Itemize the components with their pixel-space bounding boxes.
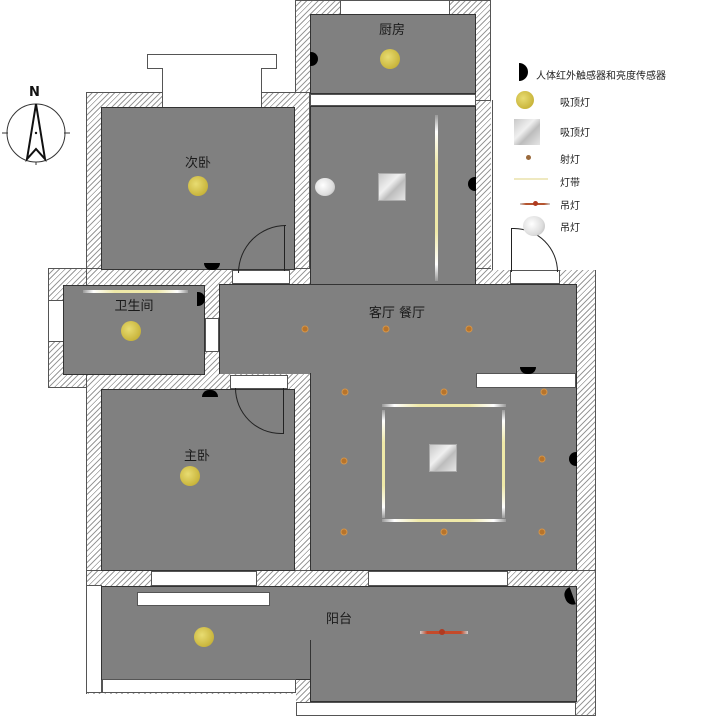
sensor-dining[interactable]	[468, 177, 476, 191]
legend-label: 射灯	[560, 155, 580, 166]
ceiling-light-second-bedroom[interactable]	[188, 176, 208, 196]
legend: 人体红外触感器和亮度传感器 吸顶灯 吸顶灯 射灯 灯带 吊灯 吊灯	[505, 60, 720, 245]
ceiling-light-square-icon	[514, 119, 540, 145]
legend-label: 吊灯	[560, 201, 580, 212]
room-label-living-dining: 客厅 餐厅	[368, 306, 426, 321]
room-label-kitchen: 厨房	[378, 23, 406, 38]
linear-pendant-center	[439, 629, 445, 635]
legend-label: 吸顶灯	[560, 128, 590, 139]
spotlight[interactable]	[440, 388, 448, 396]
spotlight[interactable]	[465, 325, 473, 333]
living-counter	[476, 373, 576, 388]
wall-east-upper	[474, 100, 492, 284]
master-bedroom-door-sill	[230, 375, 288, 389]
globe-pendant-dining[interactable]	[315, 178, 335, 196]
light-strip-living-right[interactable]	[502, 410, 505, 518]
spotlight[interactable]	[440, 528, 448, 536]
spotlight-icon	[526, 155, 531, 160]
compass: N	[0, 85, 74, 165]
sensor-living-east[interactable]	[569, 452, 577, 466]
spotlight[interactable]	[540, 388, 548, 396]
entry-door-sill	[510, 270, 560, 284]
spotlight[interactable]	[341, 388, 349, 396]
light-strip-dining[interactable]	[435, 115, 438, 281]
ceiling-light-round-icon	[516, 91, 534, 109]
outside-bottom-left	[86, 694, 296, 720]
bathroom-window	[48, 300, 64, 342]
ceiling-light-balcony[interactable]	[194, 627, 214, 647]
room-label-bathroom: 卫生间	[114, 299, 154, 314]
light-strip-living-bottom[interactable]	[382, 519, 506, 522]
spotlight[interactable]	[538, 455, 546, 463]
balcony-ledge	[137, 592, 270, 606]
sensor-second-bedroom[interactable]	[204, 263, 220, 270]
balcony-south-ledge-west	[102, 679, 296, 693]
room-living-dining[interactable]	[219, 284, 577, 374]
sensor-kitchen[interactable]	[310, 52, 318, 66]
second-bedroom-door-leaf	[284, 225, 285, 271]
light-strip-bathroom[interactable]	[83, 290, 188, 293]
ceiling-light-square-dining[interactable]	[378, 173, 406, 201]
linear-pendant-icon-center	[533, 201, 538, 206]
ceiling-light-square-living[interactable]	[429, 444, 457, 472]
legend-label: 人体红外触感器和亮度传感器	[536, 71, 666, 82]
spotlight[interactable]	[340, 528, 348, 536]
kitchen-passage	[310, 94, 476, 106]
second-bedroom-bay	[162, 68, 262, 108]
outside-gap-kitchen-left	[277, 0, 295, 92]
pir-light-sensor-icon	[519, 63, 528, 81]
sensor-master-bedroom[interactable]	[202, 390, 218, 397]
balcony-south-ledge-east	[296, 702, 576, 716]
light-strip-living-left[interactable]	[382, 410, 385, 518]
spotlight[interactable]	[301, 325, 309, 333]
bath-door-opening	[205, 318, 219, 352]
legend-label: 吊灯	[560, 223, 580, 234]
compass-label: N	[29, 85, 40, 100]
room-living-dining-south[interactable]	[310, 373, 577, 571]
spotlight[interactable]	[340, 457, 348, 465]
ceiling-light-master-bedroom[interactable]	[180, 466, 200, 486]
outside-gap-entry	[492, 100, 511, 270]
ceiling-light-kitchen[interactable]	[380, 49, 400, 69]
room-label-second-bedroom: 次卧	[184, 156, 212, 171]
ceiling-light-bathroom[interactable]	[121, 321, 141, 341]
spotlight[interactable]	[382, 325, 390, 333]
north-arrow-icon	[2, 103, 70, 165]
room-balcony-east[interactable]	[310, 640, 577, 702]
sensor-bathroom[interactable]	[197, 292, 205, 306]
legend-label: 吸顶灯	[560, 98, 590, 109]
room-label-balcony: 阳台	[325, 612, 353, 627]
sensor-living[interactable]	[520, 367, 536, 374]
entry-door-leaf	[511, 228, 512, 272]
master-bedroom-door-leaf	[283, 388, 284, 434]
spotlight[interactable]	[538, 528, 546, 536]
room-label-master-bedroom: 主卧	[183, 449, 211, 464]
light-strip-living-top[interactable]	[382, 404, 506, 407]
balcony-west-window	[86, 585, 102, 693]
master-bedroom-south-window	[151, 571, 257, 586]
light-strip-icon	[514, 178, 548, 180]
globe-pendant-icon	[523, 216, 545, 236]
legend-label: 灯带	[560, 178, 580, 189]
kitchen-window	[340, 0, 450, 15]
second-bedroom-bay-top	[147, 54, 277, 69]
living-south-opening	[368, 571, 508, 586]
